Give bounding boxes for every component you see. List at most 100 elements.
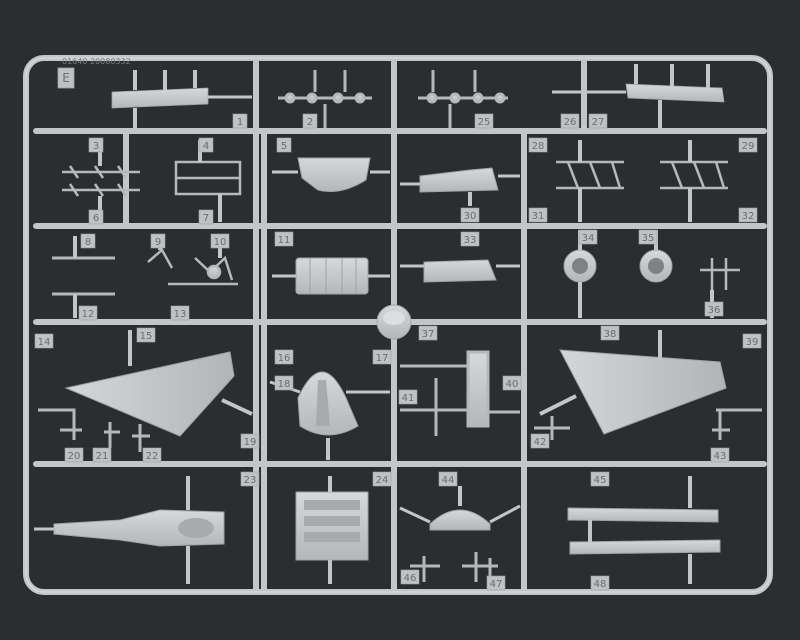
part-4-7 (174, 140, 242, 222)
part-18 (269, 371, 390, 460)
part-number-14: 14 (38, 337, 51, 348)
part-25 (418, 70, 508, 128)
part-number-tab-47: 47 (486, 575, 506, 591)
part-number-33: 33 (464, 235, 477, 246)
part-number-8: 8 (85, 237, 91, 248)
part-number-12: 12 (82, 309, 95, 320)
part-number-tab-33: 33 (460, 231, 480, 247)
part-number-43: 43 (714, 451, 727, 462)
part-number-31: 31 (532, 211, 545, 222)
part-number-42: 42 (534, 437, 547, 448)
part-number-tab-38: 38 (600, 325, 620, 341)
part-42-43 (534, 408, 762, 440)
part-45-48 (567, 476, 721, 584)
part-number-38: 38 (604, 329, 617, 340)
part-number-17: 17 (376, 353, 389, 364)
part-number-tab-1: 1 (232, 113, 248, 129)
part-number-tab-13: 13 (170, 305, 190, 321)
part-number-tab-20: 20 (64, 447, 84, 463)
part-38-wing-right (539, 330, 727, 435)
part-number-28: 28 (532, 141, 545, 152)
part-number-tab-24: 24 (372, 471, 392, 487)
part-number-tab-3: 3 (88, 137, 104, 153)
part-11 (272, 257, 390, 295)
part-number-19: 19 (244, 437, 257, 448)
part-number-tab-40: 40 (502, 375, 522, 391)
part-number-tab-26: 26 (560, 113, 580, 129)
part-number-tab-31: 31 (528, 207, 548, 223)
part-number-tab-44: 44 (438, 471, 458, 487)
part-number-tab-22: 22 (142, 447, 162, 463)
part-number-tab-37: 37 (418, 325, 438, 341)
part-number-tab-48: 48 (590, 575, 610, 591)
part-number-tab-42: 42 (530, 433, 550, 449)
sprue-hub (376, 304, 412, 340)
part-number-tab-39: 39 (742, 333, 762, 349)
part-33 (400, 259, 520, 283)
part-number-41: 41 (402, 393, 415, 404)
part-number-tab-5: 5 (276, 137, 292, 153)
part-number-32: 32 (742, 211, 755, 222)
part-number-30: 30 (464, 211, 477, 222)
part-number-7: 7 (203, 213, 209, 224)
part-24 (295, 476, 369, 584)
part-number-45: 45 (594, 475, 607, 486)
part-number-tab-12: 12 (78, 305, 98, 321)
part-1 (111, 70, 252, 128)
part-number-4: 4 (203, 141, 209, 152)
part-number-tab-4: 4 (198, 137, 214, 153)
part-2 (278, 70, 372, 128)
part-number-15: 15 (140, 331, 153, 342)
part-number-tab-14: 14 (34, 333, 54, 349)
part-number-23: 23 (244, 475, 257, 486)
part-number-9: 9 (155, 237, 161, 248)
part-number-tab-36: 36 (704, 301, 724, 317)
part-number-tab-43: 43 (710, 447, 730, 463)
part-number-44: 44 (442, 475, 455, 486)
part-number-tab-9: 9 (150, 233, 166, 249)
part-number-tab-8: 8 (80, 233, 96, 249)
part-number-1: 1 (237, 117, 243, 128)
part-number-34: 34 (582, 233, 595, 244)
part-number-13: 13 (174, 309, 187, 320)
part-number-24: 24 (376, 475, 389, 486)
part-23-canopy-rail (34, 476, 225, 584)
part-number-tab-41: 41 (398, 389, 418, 405)
part-number-37: 37 (422, 329, 435, 340)
part-number-21: 21 (96, 451, 109, 462)
part-15-wing-left (64, 330, 253, 437)
sprue-code: 01640 20080332 (62, 57, 131, 66)
part-number-tab-10: 10 (210, 233, 230, 249)
part-number-tab-29: 29 (738, 137, 758, 153)
part-number-26: 26 (564, 117, 577, 128)
part-number-35: 35 (642, 233, 655, 244)
part-number-36: 36 (708, 305, 721, 316)
part-number-tab-45: 45 (590, 471, 610, 487)
sprue-runners (33, 59, 767, 593)
sprue-letter-tab: E (57, 67, 75, 89)
part-number-2: 2 (307, 117, 313, 128)
part-3-6 (62, 140, 140, 222)
part-number-27: 27 (592, 117, 605, 128)
part-number-47: 47 (490, 579, 503, 590)
part-30 (400, 167, 520, 206)
part-number-40: 40 (506, 379, 519, 390)
part-number-10: 10 (214, 237, 227, 248)
part-number-46: 46 (404, 573, 417, 584)
part-number-tab-7: 7 (198, 209, 214, 225)
part-number-tab-27: 27 (588, 113, 608, 129)
part-26-27 (552, 64, 725, 128)
part-number-tab-11: 11 (274, 231, 294, 247)
part-44 (399, 486, 521, 531)
sprue-letter: E (62, 71, 70, 85)
part-number-tab-28: 28 (528, 137, 548, 153)
part-number-20: 20 (68, 451, 81, 462)
part-number-tab-35: 35 (638, 229, 658, 245)
part-number-tab-32: 32 (738, 207, 758, 223)
part-number-5: 5 (281, 141, 287, 152)
part-number-39: 39 (746, 337, 759, 348)
part-5 (272, 157, 390, 193)
part-number-tab-21: 21 (92, 447, 112, 463)
